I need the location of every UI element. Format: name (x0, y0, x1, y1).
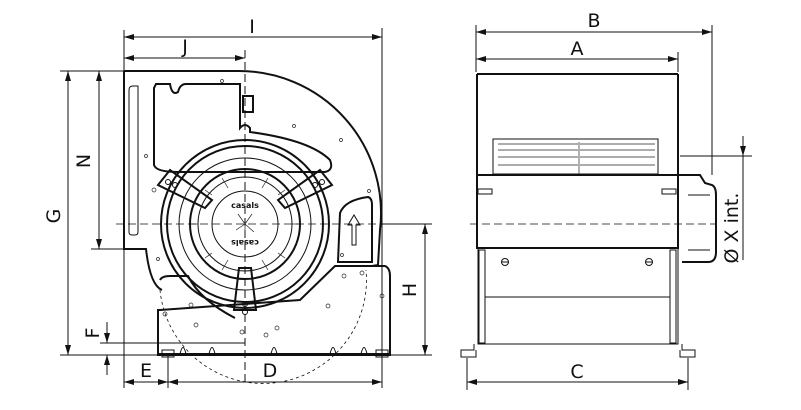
label-A: A (571, 38, 584, 60)
scroll-housing (123, 69, 383, 291)
label-B: B (587, 10, 600, 32)
label-F: F (82, 328, 104, 339)
motor (678, 174, 717, 263)
label-N: N (73, 154, 95, 168)
label-slot (242, 95, 254, 113)
label-D: D (263, 360, 278, 382)
label-J: J (181, 36, 188, 58)
airflow-arrow-icon (347, 214, 361, 246)
logo-fan-icon (235, 213, 255, 236)
inlet-ring-outer (160, 139, 330, 309)
housing-band (476, 174, 679, 249)
label-H: H (399, 283, 421, 297)
label-G: G (43, 209, 65, 224)
label-C: C (570, 361, 583, 383)
logo-text-bottom: casals (231, 238, 259, 247)
mount-bracket-left (156, 168, 214, 210)
label-I: I (249, 16, 255, 38)
label-E: E (140, 360, 152, 382)
housing-top (476, 73, 679, 248)
front-view: casals casals I J G N F E D H (43, 16, 432, 388)
mount-bracket-right (276, 168, 334, 210)
label-X-int: Ø X int. (721, 193, 743, 264)
side-view: B A C Ø X int. (460, 10, 752, 390)
motor-hub (211, 190, 279, 258)
logo-text-top: casals (231, 201, 259, 210)
mount-bracket-bottom (232, 267, 258, 311)
